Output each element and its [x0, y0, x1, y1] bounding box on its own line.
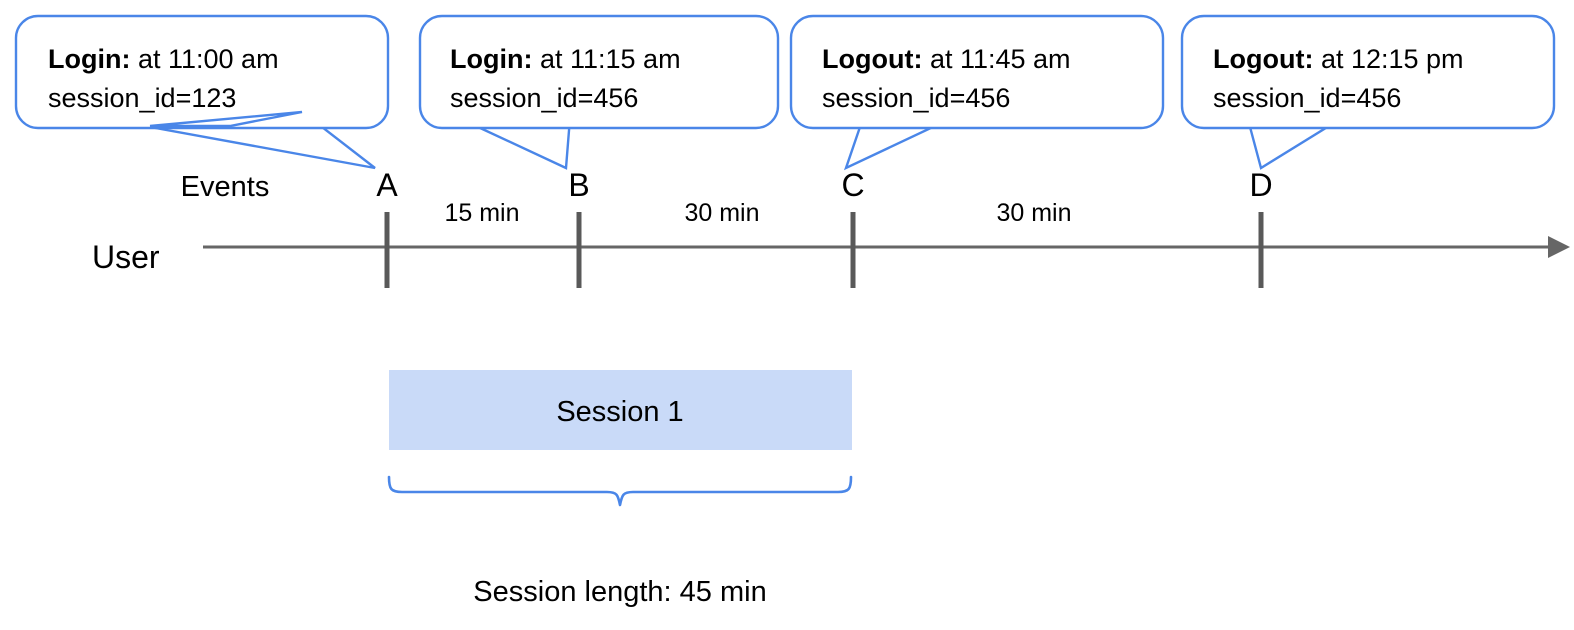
callout-a-lead: Login:: [48, 44, 130, 74]
callout-a-time: at 11:00 am: [130, 44, 278, 74]
callout-c-line1: Logout: at 11:45 am: [822, 44, 1071, 74]
callout-d[interactable]: Logout: at 12:15 pm session_id=456: [1180, 14, 1556, 170]
callout-b-line2: session_id=456: [450, 83, 638, 113]
interval-label-cd: 30 min: [996, 199, 1071, 227]
session-span-brace: [387, 475, 853, 507]
callout-a-line2: session_id=123: [48, 83, 236, 113]
session-length-caption: Session length: 45 min: [473, 576, 766, 608]
event-letter-b: B: [568, 167, 589, 203]
session-bar[interactable]: [389, 370, 852, 450]
interval-label-ab: 15 min: [444, 199, 519, 227]
callout-c-box: [789, 14, 1165, 130]
session-bar-label: Session 1: [556, 396, 683, 428]
callout-a-line1: Login: at 11:00 am: [48, 44, 279, 74]
callout-b-tail-mask: [479, 119, 571, 125]
callout-d-box: [1180, 14, 1556, 130]
events-row-label: Events: [181, 171, 270, 203]
callout-a-box: [14, 14, 390, 130]
callout-d-line2: session_id=456: [1213, 83, 1401, 113]
callout-d-time: at 12:15 pm: [1313, 44, 1463, 74]
event-letter-d: D: [1249, 167, 1272, 203]
session-bar-group[interactable]: Session 1: [389, 370, 852, 450]
callout-d-line1: Logout: at 12:15 pm: [1213, 44, 1464, 74]
callout-b-box: [418, 14, 780, 130]
user-row-label: User: [92, 239, 160, 275]
callout-a[interactable]: Login: at 11:00 am session_id=123: [14, 14, 390, 170]
callout-c-line2: session_id=456: [822, 83, 1010, 113]
event-letter-a: A: [376, 167, 398, 203]
event-letter-c: C: [841, 167, 864, 203]
interval-label-bc: 30 min: [684, 199, 759, 227]
callout-b-time: at 11:15 am: [532, 44, 680, 74]
callout-c-lead: Logout:: [822, 44, 922, 74]
timeline-axis: [203, 212, 1570, 288]
callout-c-time: at 11:45 am: [922, 44, 1070, 74]
callout-b[interactable]: Login: at 11:15 am session_id=456: [418, 14, 780, 170]
callout-d-tail-mask: [1251, 119, 1343, 125]
callout-d-lead: Logout:: [1213, 44, 1313, 74]
callout-c[interactable]: Logout: at 11:45 am session_id=456: [789, 14, 1165, 171]
callout-b-lead: Login:: [450, 44, 532, 74]
axis-arrow-icon: [1548, 236, 1570, 258]
callout-c-tail-mask: [861, 119, 953, 125]
callout-a-tail-mask: [149, 110, 303, 128]
callout-b-line1: Login: at 11:15 am: [450, 44, 681, 74]
